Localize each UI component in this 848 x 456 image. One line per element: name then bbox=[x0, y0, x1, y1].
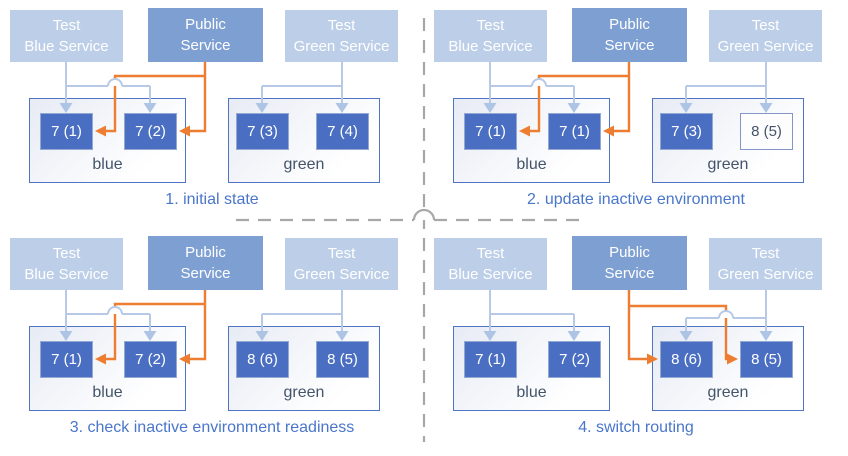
line-hop-arc bbox=[718, 310, 734, 319]
green-environment-label: green bbox=[283, 384, 325, 401]
service-label-line: Test bbox=[751, 245, 780, 262]
service-label-line: Blue Service bbox=[448, 266, 533, 283]
service-label-line: Green Service bbox=[717, 266, 814, 283]
blue-environment-label: blue bbox=[92, 384, 123, 401]
line-hop-arc bbox=[107, 78, 123, 87]
blue-environment-label: blue bbox=[516, 156, 547, 173]
green-environment-label: green bbox=[707, 384, 749, 401]
test-green-service-box: Test Green Service bbox=[709, 238, 822, 290]
green-pod-2: 7 (4) bbox=[316, 113, 369, 150]
blue-environment-label: blue bbox=[92, 156, 123, 173]
test-green-service-box: Test Green Service bbox=[285, 10, 398, 62]
panel-caption: 1. initial state bbox=[165, 191, 259, 208]
service-label-line: Public bbox=[609, 244, 650, 261]
panel-2-update-inactive-environment: Test Blue Service Public Service Test Gr… bbox=[424, 0, 848, 228]
service-label-line: Green Service bbox=[717, 38, 814, 55]
blue-pod-2: 7 (2) bbox=[124, 113, 177, 150]
service-label-line: Blue Service bbox=[24, 266, 109, 283]
line-hop-arc bbox=[107, 306, 123, 315]
test-blue-service-box: Test Blue Service bbox=[10, 238, 123, 290]
service-label-line: Test bbox=[476, 245, 505, 262]
green-environment-label: green bbox=[283, 156, 325, 173]
test-green-service-box: Test Green Service bbox=[285, 238, 398, 290]
blue-environment-label: blue bbox=[516, 384, 547, 401]
public-service-box: Public Service bbox=[572, 8, 687, 62]
service-label-line: Service bbox=[180, 37, 231, 54]
service-label-line: Service bbox=[180, 265, 231, 282]
public-service-box: Public Service bbox=[572, 236, 687, 290]
green-pod-1: 8 (6) bbox=[236, 341, 289, 378]
service-label-line: Public bbox=[185, 16, 226, 33]
service-label-line: Blue Service bbox=[24, 38, 109, 55]
service-label-line: Green Service bbox=[293, 38, 390, 55]
green-pod-2: 8 (5) bbox=[316, 341, 369, 378]
service-label-line: Public bbox=[609, 16, 650, 33]
service-label-line: Green Service bbox=[293, 266, 390, 283]
line-hop-arc bbox=[531, 78, 547, 87]
blue-pod-1: 7 (1) bbox=[464, 341, 517, 378]
panel-1-initial-state: Test Blue Service Public Service Test Gr… bbox=[0, 0, 424, 228]
service-label-line: Test bbox=[751, 17, 780, 34]
test-green-service-box: Test Green Service bbox=[709, 10, 822, 62]
green-environment-label: green bbox=[707, 156, 749, 173]
blue-pod-2: 7 (2) bbox=[124, 341, 177, 378]
service-label-line: Test bbox=[327, 245, 356, 262]
panel-4-switch-routing: Test Blue Service Public Service Test Gr… bbox=[424, 228, 848, 456]
green-pod-1: 8 (6) bbox=[660, 341, 713, 378]
blue-pod-1: 7 (1) bbox=[464, 113, 517, 150]
blue-pod-1: 7 (1) bbox=[40, 113, 93, 150]
test-blue-service-box: Test Blue Service bbox=[10, 10, 123, 62]
blue-pod-1: 7 (1) bbox=[40, 341, 93, 378]
blue-pod-2: 7 (1) bbox=[548, 113, 601, 150]
test-blue-service-box: Test Blue Service bbox=[434, 238, 547, 290]
service-label-line: Test bbox=[52, 17, 81, 34]
panel-caption: 2. update inactive environment bbox=[527, 191, 745, 208]
service-label-line: Service bbox=[604, 37, 655, 54]
panel-3-check-inactive-environment-readiness: Test Blue Service Public Service Test Gr… bbox=[0, 228, 424, 456]
service-label-line: Test bbox=[52, 245, 81, 262]
panel-caption: 4. switch routing bbox=[578, 419, 694, 436]
service-label-line: Service bbox=[604, 265, 655, 282]
blue-pod-2: 7 (2) bbox=[548, 341, 601, 378]
service-label-line: Blue Service bbox=[448, 38, 533, 55]
panel-caption: 3. check inactive environment readiness bbox=[69, 419, 355, 436]
service-label-line: Test bbox=[327, 17, 356, 34]
green-pod-2: 8 (5) bbox=[740, 113, 793, 150]
service-label-line: Test bbox=[476, 17, 505, 34]
green-pod-2: 8 (5) bbox=[740, 341, 793, 378]
green-pod-1: 7 (3) bbox=[660, 113, 713, 150]
green-pod-1: 7 (3) bbox=[236, 113, 289, 150]
public-service-box: Public Service bbox=[148, 236, 263, 290]
public-service-box: Public Service bbox=[148, 8, 263, 62]
service-label-line: Public bbox=[185, 244, 226, 261]
test-blue-service-box: Test Blue Service bbox=[434, 10, 547, 62]
